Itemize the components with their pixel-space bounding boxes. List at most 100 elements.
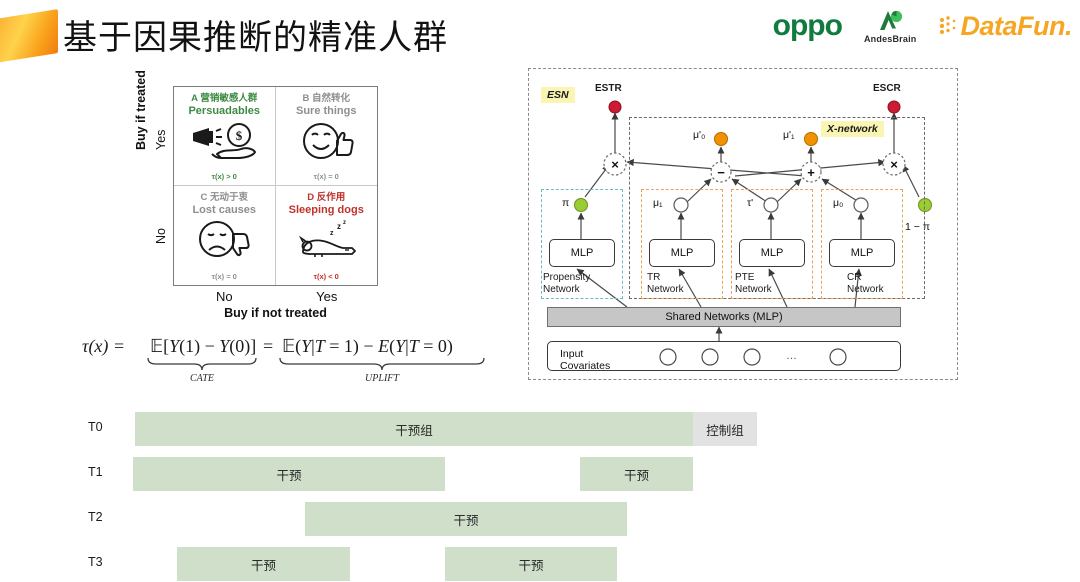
formula-uplift-label: UPLIFT: [365, 373, 400, 384]
tr-network-line2: Network: [647, 283, 684, 295]
quadrant-cell-c-tau: τ(x) = 0: [211, 272, 237, 281]
quadrant-matrix: A 营销敏感人群 Persuadables $ τ(x) > 0 B 自然转化 …: [173, 86, 378, 286]
input-covariates-line2: Covariates: [560, 360, 611, 372]
megaphone-money-icon: $: [193, 123, 257, 159]
operator-minus: −: [717, 165, 725, 180]
quadrant-cell-a-title-cn: A 营销敏感人群: [191, 93, 258, 104]
svg-text:z: z: [343, 220, 346, 226]
quadrant-y-tick-no: No: [154, 228, 168, 244]
timeline-row-t3: T3 干预 干预: [0, 547, 1080, 581]
quadrant-cell-b-tau: τ(x) = 0: [313, 172, 339, 181]
tau-prime-label: τ': [747, 197, 754, 209]
one-minus-pi-node: [918, 198, 932, 212]
pi-label: π: [562, 197, 570, 209]
quadrant-cell-b-title-en: Sure things: [295, 105, 357, 117]
input-covariate-nodes: [659, 348, 847, 366]
pte-network-line2: Network: [735, 283, 772, 295]
mu0-label: μ₀: [833, 197, 844, 209]
quadrant-cell-c-title-cn: C 无动于衷: [200, 192, 248, 203]
estr-label: ESTR: [595, 83, 622, 94]
timeline-treatment-bar: 干预: [133, 457, 445, 491]
propensity-network-line1: Propensity: [543, 272, 591, 283]
quadrant-cell-lost-causes: C 无动于衷 Lost causes τ(x) = 0: [174, 186, 276, 285]
timeline-treatment-bar: 干预: [177, 547, 350, 581]
oppo-logo: oppo: [772, 9, 843, 42]
tr-network-group: [641, 189, 723, 299]
formula-uplift-expr: 𝔼(Y|T = 1) − E(Y|T = 0): [282, 336, 453, 357]
timeline-row-label: T0: [88, 420, 103, 434]
estr-node: [608, 100, 622, 114]
svg-text:z: z: [330, 230, 334, 237]
quadrant-x-tick-yes: Yes: [316, 289, 338, 304]
timeline-row-label: T1: [88, 465, 103, 479]
formula-cate-label: CATE: [190, 373, 214, 384]
cr-network-group: [821, 189, 903, 299]
svg-text:$: $: [236, 128, 243, 143]
operator-multiply-left: ×: [611, 157, 619, 172]
cr-mlp-box: MLP: [829, 239, 895, 267]
tr-mlp-box: MLP: [649, 239, 715, 267]
timeline-treatment-bar: 干预: [445, 547, 617, 581]
tau-prime-node: [763, 197, 779, 213]
sad-face-thumbs-down-icon: [199, 221, 250, 257]
mu-prime-1-node: [804, 132, 818, 146]
escr-label: ESCR: [873, 83, 901, 94]
escr-node: [887, 100, 901, 114]
operator-multiply-right: ×: [890, 157, 898, 172]
formula-eq2: =: [263, 336, 273, 356]
pi-node: [574, 198, 588, 212]
andesbrain-mark-icon: [880, 10, 903, 30]
quadrant-cell-d-title-cn: D 反作用: [307, 192, 346, 203]
mu0-node: [853, 197, 869, 213]
input-covariates-ellipsis: …: [786, 350, 798, 362]
pte-network-label: PTE Network: [735, 272, 772, 295]
propensity-network-line2: Network: [543, 283, 580, 295]
datafun-dots-icon: [940, 16, 956, 34]
propensity-mlp-box: MLP: [549, 239, 615, 267]
quadrant-cell-a-tau: τ(x) > 0: [211, 172, 237, 181]
operator-plus: +: [807, 165, 815, 180]
formula-cate-expr: 𝔼[Y(1) − Y(0)]: [150, 336, 256, 357]
logo-bar: oppo AndesBrain DataFun.: [773, 2, 1072, 50]
happy-face-thumbs-up-icon: [303, 123, 354, 159]
timeline-row-label: T3: [88, 555, 103, 569]
quadrant-cell-c-title-en: Lost causes: [192, 204, 257, 216]
formula-lhs: τ(x) =: [82, 336, 125, 357]
input-covariates-line1: Input: [560, 348, 584, 360]
andesbrain-label: AndesBrain: [863, 33, 917, 44]
timeline-treatment-bar: 干预组: [135, 412, 693, 446]
pte-network-group: [731, 189, 813, 299]
one-minus-pi-label: 1 − π: [905, 221, 931, 233]
datafun-logo: DataFun.: [938, 11, 1072, 42]
input-covariates-label: Input Covariates: [560, 348, 610, 372]
corner-decoration: [0, 9, 58, 63]
cr-network-label: CR Network: [847, 272, 884, 295]
input-covariates-box: Input Covariates …: [547, 341, 901, 372]
quadrant-cell-a-title-en: Persuadables: [188, 105, 261, 117]
pte-mlp-box: MLP: [739, 239, 805, 267]
uplift-quadrant-chart: Buy if treated Yes No A 营销敏感人群 Persuadab…: [134, 70, 380, 334]
mu-prime-0-label: μ'₀: [693, 129, 706, 141]
datafun-label: DataFun.: [960, 10, 1072, 41]
cr-network-line2: Network: [847, 283, 884, 295]
uplift-formula: τ(x) = 𝔼[Y(1) − Y(0)] CATE = 𝔼(Y|T = 1) …: [82, 330, 502, 384]
esn-label: ESN: [541, 87, 575, 103]
network-edges: × − + ×: [574, 100, 932, 341]
quadrant-y-axis-title: Buy if treated: [134, 70, 148, 150]
quadrant-cell-sleeping-dogs: D 反作用 Sleeping dogs z z z τ(x) < 0: [276, 186, 378, 285]
quadrant-cell-d-tau: τ(x) < 0: [313, 272, 339, 281]
quadrant-x-axis-title: Buy if not treated: [224, 306, 327, 320]
tr-network-label: TR Network: [647, 272, 684, 295]
pte-network-line1: PTE: [735, 272, 755, 283]
quadrant-cell-sure-things: B 自然转化 Sure things τ(x) = 0: [275, 87, 377, 186]
svg-text:z: z: [337, 222, 341, 231]
mu-prime-1-label: μ'₁: [783, 129, 795, 141]
quadrant-x-ticks: No Yes: [173, 289, 378, 304]
andesbrain-logo: AndesBrain: [864, 9, 917, 44]
quadrant-y-tick-yes: Yes: [154, 129, 168, 150]
cr-network-line1: CR: [847, 272, 862, 283]
propensity-network-group: [541, 189, 623, 299]
propensity-network-label: Propensity Network: [543, 272, 590, 295]
